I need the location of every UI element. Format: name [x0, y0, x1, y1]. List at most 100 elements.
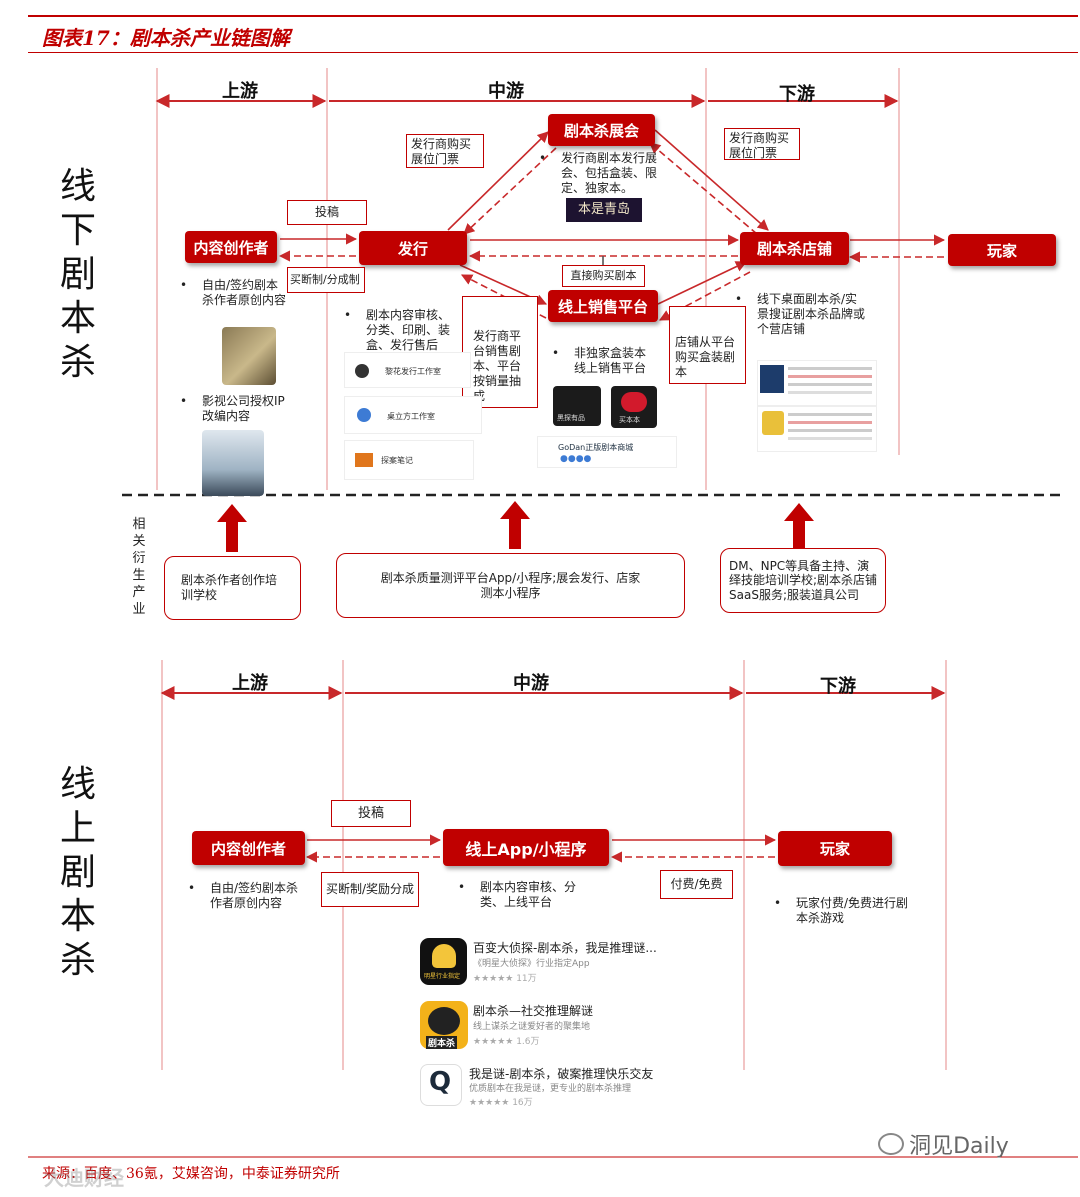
ip-poster-image: [202, 430, 264, 496]
node-player: 玩家: [948, 234, 1056, 266]
bullet-dot: •: [774, 896, 782, 910]
platform-logo-maibenben: 买本本: [611, 386, 657, 428]
app-icon-3: Q: [420, 1064, 462, 1106]
online-bullet-creator-1: •自由/签约剧本杀作者原创内容: [188, 881, 300, 911]
online-side-char-3: 剧: [59, 852, 96, 893]
derivative-box-left: 剧本杀作者创作培训学校: [164, 556, 301, 620]
publisher-logo-name: 探案笔记: [381, 456, 413, 465]
online-label-buyout: 买断制/奖励分成: [321, 872, 419, 907]
derivative-side-char: 业: [132, 602, 146, 617]
offline-stage-upstream: 上游: [222, 81, 258, 102]
publisher-logo-card-1: 黎花发行工作室: [344, 352, 471, 388]
store-listing-lines: [788, 413, 872, 416]
node-publisher: 发行: [359, 231, 467, 265]
bullet-text: 影视公司授权IP改编内容: [202, 394, 285, 423]
figure-title: 图表17：剧本杀产业链图解: [42, 26, 290, 50]
bullet-dot: •: [458, 880, 466, 894]
title-rule: [28, 15, 1078, 17]
bullet-dot: •: [735, 292, 743, 306]
derivative-box-right-text: DM、NPC等具备主持、演绎技能培训学校;剧本杀店铺SaaS服务;服装道具公司: [729, 558, 878, 602]
derivative-side-char: 产: [132, 585, 146, 600]
bullet-expo-1: • 发行商剧本发行展会、包括盒装、限定、独家本。: [539, 151, 661, 196]
app-listing-1: 明星行业指定 百变大侦探-剧本杀，我是推理谜... 《明星大侦探》行业指定App…: [419, 935, 674, 991]
bullet-text: 线下桌面剧本杀/实景搜证剧本杀品牌或个营店铺: [757, 292, 866, 336]
publisher-logo-name: 黎花发行工作室: [385, 367, 441, 376]
watermark-left: 大迪财经: [44, 1166, 124, 1190]
label-pub-platform-sales: 发行商平台销售剧本、平台按销量抽成: [462, 296, 538, 408]
app-rating-3: ★★★★★ 16万: [469, 1098, 533, 1108]
bullet-dot: •: [552, 346, 560, 360]
online-stage-downstream: 下游: [820, 676, 856, 697]
derivative-side-char: 生: [132, 568, 146, 583]
platform-dots-icon: ●●●●: [560, 454, 592, 464]
bullet-platform-1: • 非独家盒装本线上销售平台: [552, 346, 652, 376]
up-arrow-left: [217, 504, 247, 552]
store-listing-lines: [788, 367, 872, 370]
title-rule-bottom: [28, 52, 1078, 53]
bullet-text: 非独家盒装本线上销售平台: [574, 346, 647, 375]
watermark-right-text: 洞见Daily: [909, 1134, 1009, 1159]
publisher-logo-icon: [355, 364, 369, 378]
app-icon-3-glyph: Q: [429, 1067, 452, 1097]
online-node-player: 玩家: [778, 831, 892, 866]
online-bullet-app-1: • 剧本内容审核、分类、上线平台: [458, 880, 580, 910]
publisher-logo-card-2: 桌立方工作室: [344, 396, 482, 434]
derivative-side-label: 相 关 衍 生 产 业: [131, 516, 147, 618]
platform-logo-name: GoDan正版剧本商城: [558, 443, 634, 452]
bullet-text: 发行商剧本发行展会、包括盒装、限定、独家本。: [561, 151, 658, 195]
publisher-logo-name: 桌立方工作室: [387, 412, 435, 421]
derivative-side-char: 相: [132, 517, 146, 532]
online-side-char-1: 线: [59, 764, 96, 805]
app-icon-2: 剧本杀: [420, 1001, 468, 1049]
label-direct-buy: 直接购买剧本: [562, 265, 645, 287]
app-listing-3: Q 我是谜-剧本杀，破案推理快乐交友 优质剧本在我是谜，更专业的剧本杀推理 ★★…: [419, 1061, 674, 1111]
bullet-dot: •: [344, 308, 352, 322]
node-creator: 内容创作者: [185, 231, 277, 263]
expo-logo: 本是青岛: [566, 198, 642, 222]
platform-logo-heitan: 黑探有品: [553, 386, 601, 426]
label-store-buy-platform: 店铺从平台购买盒装剧本: [669, 306, 746, 384]
publisher-logo-card-3: 探案笔记: [344, 440, 474, 480]
label-pub-buy-booth-left: 发行商购买展位门票: [406, 134, 484, 168]
bullet-dot: •: [539, 151, 547, 165]
publisher-logo-icon: [355, 453, 373, 467]
offline-side-char-2: 下: [59, 210, 96, 251]
online-side-char-4: 本: [59, 896, 96, 937]
app-rating-1: ★★★★★ 11万: [473, 974, 537, 984]
derivative-side-char: 关: [132, 534, 146, 549]
bullet-dot: •: [180, 394, 188, 408]
platform-logo-name: 黑探有品: [557, 414, 585, 422]
up-arrow-mid: [500, 501, 530, 549]
online-node-app: 线上App/小程序: [443, 829, 609, 866]
online-stage-upstream: 上游: [232, 673, 268, 694]
platform-logo-godan: GoDan正版剧本商城 ●●●●: [537, 436, 677, 468]
online-stage-midstream: 中游: [513, 673, 549, 694]
watermark-logo-icon: [878, 1133, 904, 1155]
app-sub-2: 线上谋杀之谜爱好者的聚集地: [473, 1022, 591, 1032]
bullet-text: 玩家付费/免费进行剧本杀游戏: [796, 896, 909, 925]
derivative-box-right: DM、NPC等具备主持、演绎技能培训学校;剧本杀店铺SaaS服务;服装道具公司: [720, 548, 886, 613]
app-sub-1: 《明星大侦探》行业指定App: [473, 959, 590, 969]
offline-side-char-5: 杀: [59, 342, 96, 383]
node-store: 剧本杀店铺: [740, 232, 849, 265]
node-expo: 剧本杀展会: [548, 114, 655, 146]
app-title-2: 剧本杀—社交推理解谜: [473, 1004, 594, 1018]
bullet-dot: •: [180, 278, 188, 292]
source-note: 来源：百度、36氪，艾媒咨询，中泰证券研究所: [42, 1166, 340, 1182]
offline-side-char-3: 剧: [59, 254, 96, 295]
app-icon-2-face: [428, 1007, 460, 1035]
app-listing-2: 剧本杀 剧本杀—社交推理解谜 线上谋杀之谜爱好者的聚集地 ★★★★★ 1.6万: [419, 998, 674, 1054]
bullet-creator-2: • 影视公司授权IP改编内容: [180, 394, 286, 424]
bullet-text: 自由/签约剧本杀作者原创内容: [202, 278, 287, 307]
app-sub-3: 优质剧本在我是谜，更专业的剧本杀推理: [469, 1084, 632, 1094]
store-listing-2: [757, 406, 877, 452]
offline-stage-midstream: 中游: [488, 81, 524, 102]
online-label-submit: 投稿: [331, 800, 411, 827]
app-icon-2-label: 剧本杀: [426, 1036, 458, 1049]
online-label-pay: 付费/免费: [660, 870, 733, 899]
bullet-text: 剧本内容审核、分类、上线平台: [480, 880, 577, 909]
label-pub-buy-booth-right: 发行商购买展位门票: [724, 128, 800, 160]
app-rating-2: ★★★★★ 1.6万: [473, 1037, 540, 1047]
offline-side-char-4: 本: [59, 298, 96, 339]
